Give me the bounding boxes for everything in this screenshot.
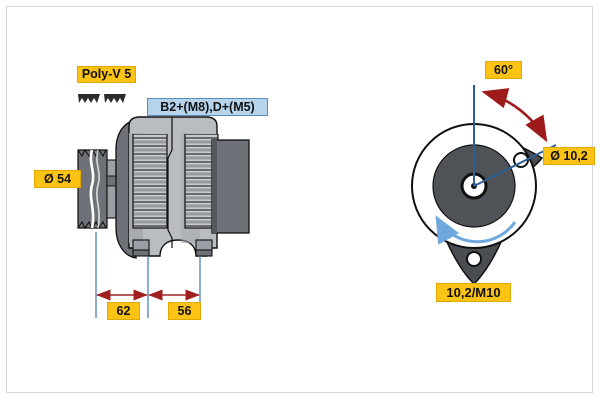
reference-axis-angled bbox=[473, 144, 557, 187]
dimension-lines bbox=[95, 232, 201, 318]
angle-arc-60 bbox=[481, 88, 548, 143]
label-terminals: B2+(M8),D+(M5) bbox=[147, 98, 268, 116]
alternator-housing bbox=[128, 116, 219, 257]
label-mount-thread: 10,2/M10 bbox=[436, 283, 511, 302]
slip-ring-end-cover bbox=[211, 139, 250, 234]
pulley-assembly bbox=[77, 148, 117, 230]
label-poly-v: Poly-V 5 bbox=[77, 66, 136, 83]
label-angle-60: 60° bbox=[485, 61, 522, 79]
cooling-fins-left bbox=[132, 134, 168, 229]
poly-v-belt-profile-icon bbox=[78, 94, 126, 103]
label-dimension-56: 56 bbox=[168, 302, 201, 320]
label-bore-diameter: Ø 10,2 bbox=[543, 147, 595, 165]
bolt-hole-lower bbox=[466, 251, 482, 267]
alternator-side-view bbox=[77, 116, 250, 259]
alternator-front-view bbox=[411, 85, 557, 286]
rotation-direction-arrow-icon bbox=[435, 215, 517, 245]
label-dimension-62: 62 bbox=[107, 302, 140, 320]
label-pulley-diameter: Ø 54 bbox=[34, 170, 81, 188]
